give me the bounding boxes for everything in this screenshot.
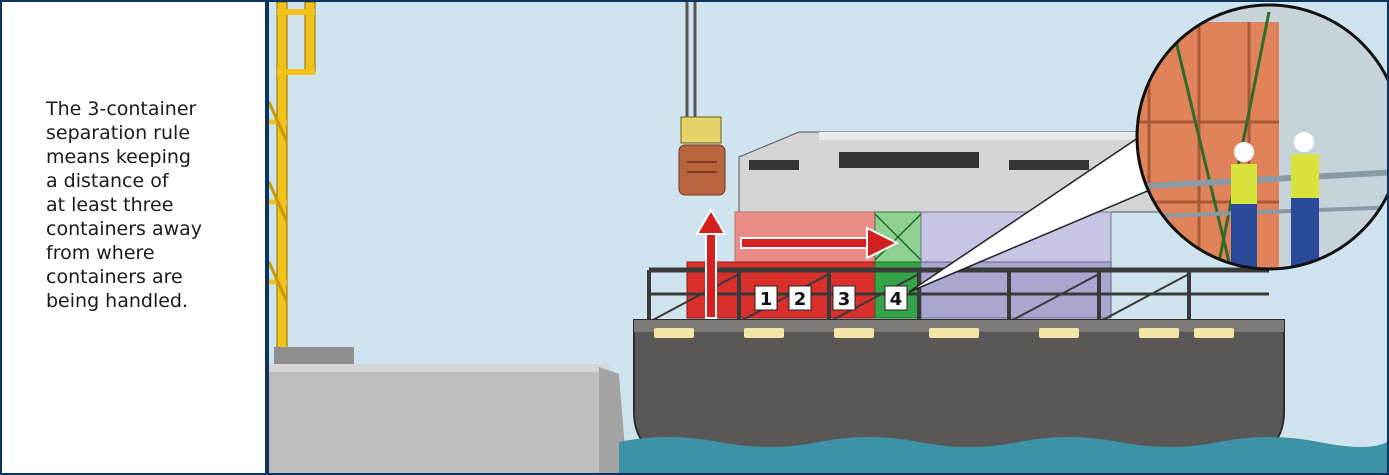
container-number-1: 1 xyxy=(760,289,773,310)
caption-text: The 3-container separation rule means ke… xyxy=(46,97,246,313)
caption-line: containers are xyxy=(46,265,246,289)
ship-scene: 1 2 3 4 xyxy=(269,2,1387,473)
ship-hull xyxy=(634,320,1284,462)
quay-wall xyxy=(269,364,627,473)
container-number-4: 4 xyxy=(890,289,903,310)
caption-line: from where xyxy=(46,241,246,265)
caption-line: containers away xyxy=(46,217,246,241)
caption-line: means keeping xyxy=(46,145,246,169)
caption-line: The 3-container xyxy=(46,97,246,121)
caption-line: being handled. xyxy=(46,289,246,313)
caption-line: at least three xyxy=(46,193,246,217)
container-number-2: 2 xyxy=(794,289,807,310)
caption-line: a distance of xyxy=(46,169,246,193)
caption-line: separation rule xyxy=(46,121,246,145)
container-number-3: 3 xyxy=(838,289,851,310)
